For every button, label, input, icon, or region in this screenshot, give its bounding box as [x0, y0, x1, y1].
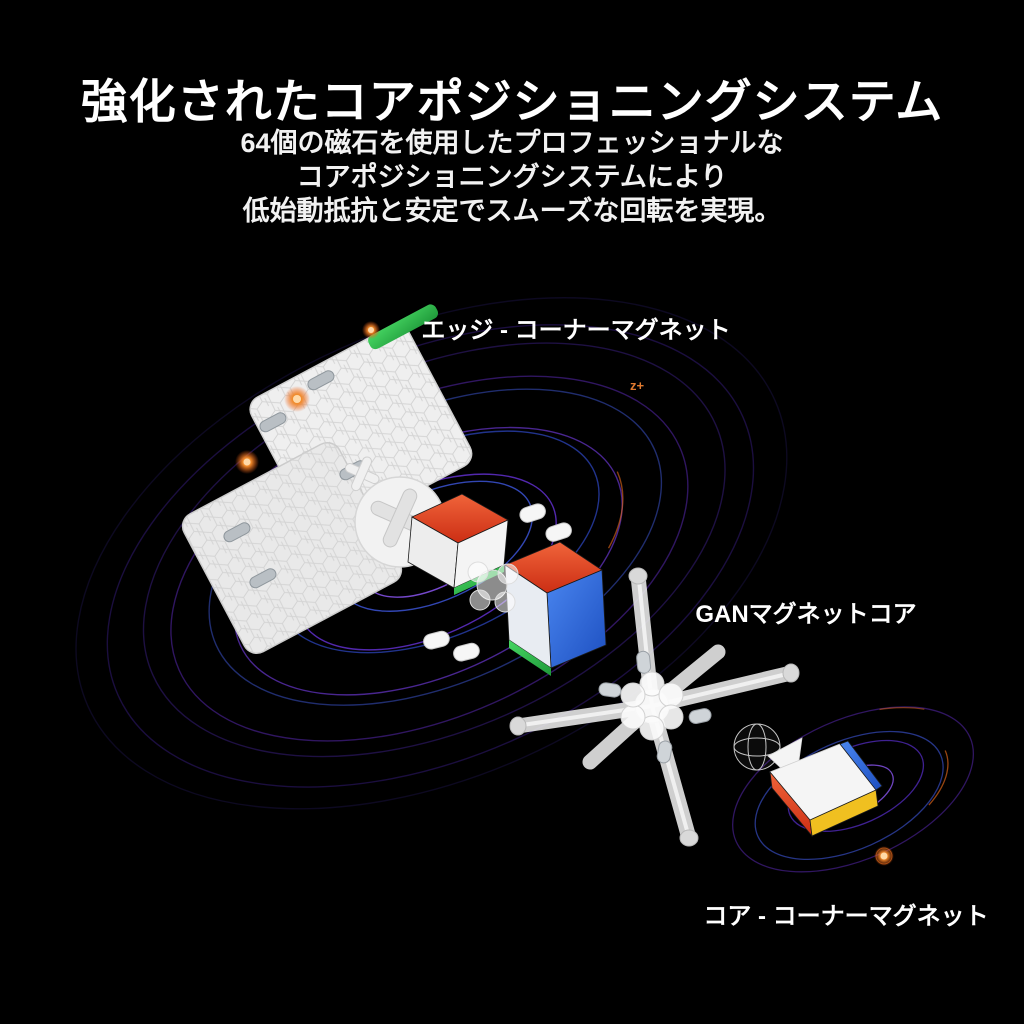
orange-glow-dots	[235, 321, 894, 866]
honeycomb-shell-plates	[181, 304, 473, 654]
green-edge-sliver	[368, 304, 439, 350]
subtitle: 64個の磁石を使用したプロフェッショナルな コアポジショニングシステムにより 低…	[0, 126, 1024, 228]
axis-marker-label: z+	[630, 378, 645, 393]
cube-corner-piece-bottom	[767, 737, 883, 838]
core-center-star	[620, 671, 684, 741]
subtitle-line-2: コアポジショニングシステムにより	[296, 162, 728, 192]
page-title: 強化されたコアポジショニングシステム	[80, 75, 944, 129]
gan-magnet-core	[509, 567, 800, 847]
wireframe-sphere	[733, 723, 781, 771]
core-arm-end-caps	[509, 567, 800, 847]
translucent-star-connector	[467, 561, 519, 613]
core-arm-magnets	[598, 650, 712, 764]
small-cross-clip	[344, 456, 380, 492]
subtitle-line-1: 64個の磁石を使用したプロフェッショナルな	[240, 128, 784, 158]
label-gan-magnet-core: GANマグネットコア	[695, 601, 917, 628]
label-core-corner-magnet: コア - コーナーマグネット	[703, 903, 989, 930]
label-edge-corner-magnet: エッジ - コーナーマグネット	[421, 317, 731, 344]
subtitle-line-3: 低始動抵抗と安定でスムーズな回転を実現。	[242, 196, 782, 226]
magnet-cylinders	[423, 503, 572, 662]
cube-corner-piece-center	[504, 541, 607, 676]
